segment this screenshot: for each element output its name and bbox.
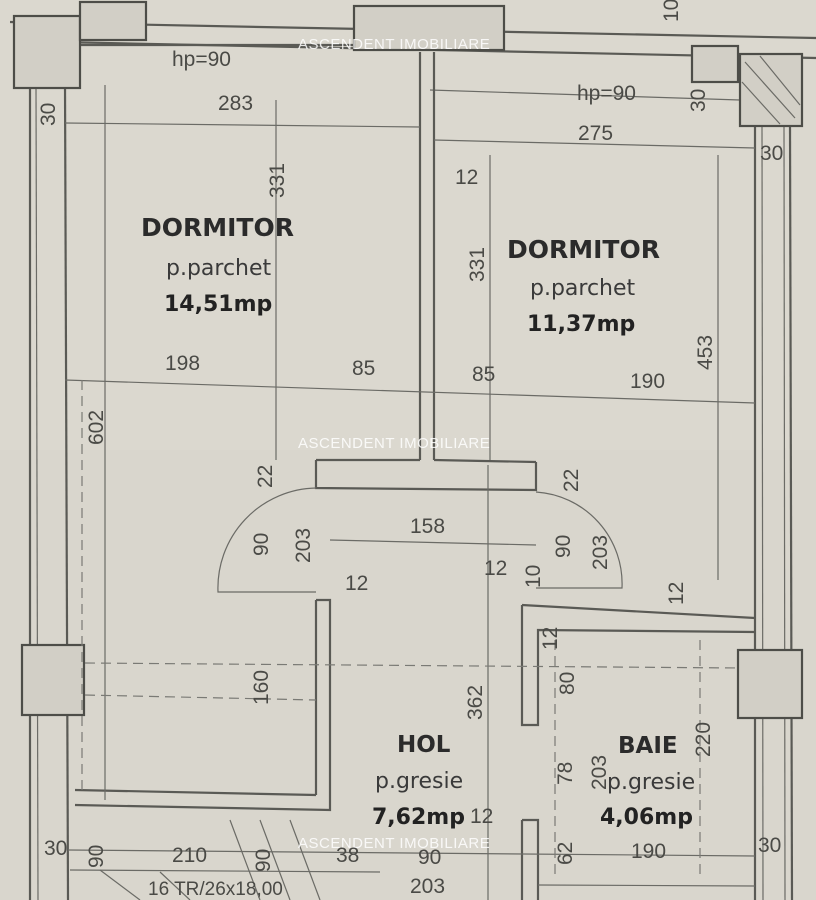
room-name-bedroom-2: DORMITOR <box>507 235 660 264</box>
room-name-bedroom-1: DORMITOR <box>141 213 294 242</box>
door-swings <box>217 487 623 593</box>
stairs <box>99 819 321 900</box>
room-name-hallway: HOL <box>397 732 451 758</box>
dim-203-bath: 203 <box>588 755 611 790</box>
room-name-bathroom: BAIE <box>618 733 678 759</box>
dim-30-right-bottom: 30 <box>758 834 781 857</box>
dim-30-right-top: 30 <box>687 89 710 112</box>
room-floor-bedroom-1: p.parchet <box>166 256 272 281</box>
dim-160: 160 <box>250 670 273 705</box>
dim-85-left: 85 <box>352 357 375 380</box>
dim-331-right: 331 <box>466 247 489 282</box>
dim-85-right: 85 <box>472 363 495 386</box>
dim-453: 453 <box>694 335 717 370</box>
dim-158: 158 <box>410 515 445 538</box>
room-floor-hallway: p.gresie <box>375 769 463 794</box>
dim-90-door-left: 90 <box>250 533 273 556</box>
dim-331-left: 331 <box>266 163 289 198</box>
room-area-hallway: 7,62mp <box>372 805 465 830</box>
dim-30-left-bottom: 30 <box>44 837 67 860</box>
room-area-bedroom-2: 11,37mp <box>527 312 635 337</box>
room-floor-bedroom-2: p.parchet <box>530 276 636 301</box>
dim-90-door-right: 90 <box>552 535 575 558</box>
dim-210: 210 <box>172 844 207 867</box>
dim-12-bath-wall: 12 <box>539 627 562 650</box>
dim-12-bath: 12 <box>470 805 493 828</box>
dim-30-left-top: 30 <box>37 103 60 126</box>
dim-190-top: 190 <box>630 370 665 393</box>
dim-190-bottom: 190 <box>631 840 666 863</box>
hp-label-right: hp=90 <box>577 82 636 105</box>
dim-198: 198 <box>165 352 200 375</box>
room-floor-bathroom: p.gresie <box>607 770 695 795</box>
dim-203-door-right: 203 <box>589 535 612 570</box>
watermark-top: ASCENDENT IMOBILIARE <box>298 36 490 53</box>
dim-12-door-left: 12 <box>345 572 368 595</box>
hidden-lines <box>81 380 741 880</box>
dim-362: 362 <box>464 685 487 720</box>
dim-275: 275 <box>578 122 613 145</box>
dim-62: 62 <box>554 842 577 865</box>
dim-283: 283 <box>218 92 253 115</box>
dim-90-bottom: 90 <box>418 846 441 869</box>
dim-22-right: 22 <box>560 469 583 492</box>
dim-12-top: 12 <box>455 166 478 189</box>
dim-602: 602 <box>85 410 108 445</box>
dim-220: 220 <box>692 722 715 757</box>
stair-note: 16 TR/26x18,00 <box>148 879 283 900</box>
dim-38: 38 <box>336 844 359 867</box>
dim-203-bottom: 203 <box>410 875 445 898</box>
corner-note: 10 <box>660 0 683 22</box>
dimension-lines <box>64 85 756 900</box>
room-area-bedroom-1: 14,51mp <box>164 292 272 317</box>
watermark-middle: ASCENDENT IMOBILIARE <box>298 435 490 452</box>
hp-label-left: hp=90 <box>172 48 231 71</box>
dim-90-stair: 90 <box>252 849 275 872</box>
dim-22-left: 22 <box>254 465 277 488</box>
dim-12-door-right: 12 <box>484 557 507 580</box>
dim-203-door-left: 203 <box>292 528 315 563</box>
watermark-bottom: ASCENDENT IMOBILIARE <box>298 835 490 852</box>
dim-10: 10 <box>522 565 545 588</box>
dim-90-left-bottom: 90 <box>85 845 108 868</box>
dim-30-right-side: 30 <box>760 142 783 165</box>
dim-12-side-top: 12 <box>665 582 688 605</box>
dim-78: 78 <box>554 762 577 785</box>
room-area-bathroom: 4,06mp <box>600 805 693 830</box>
dim-80: 80 <box>556 672 579 695</box>
pillars <box>12 0 804 720</box>
